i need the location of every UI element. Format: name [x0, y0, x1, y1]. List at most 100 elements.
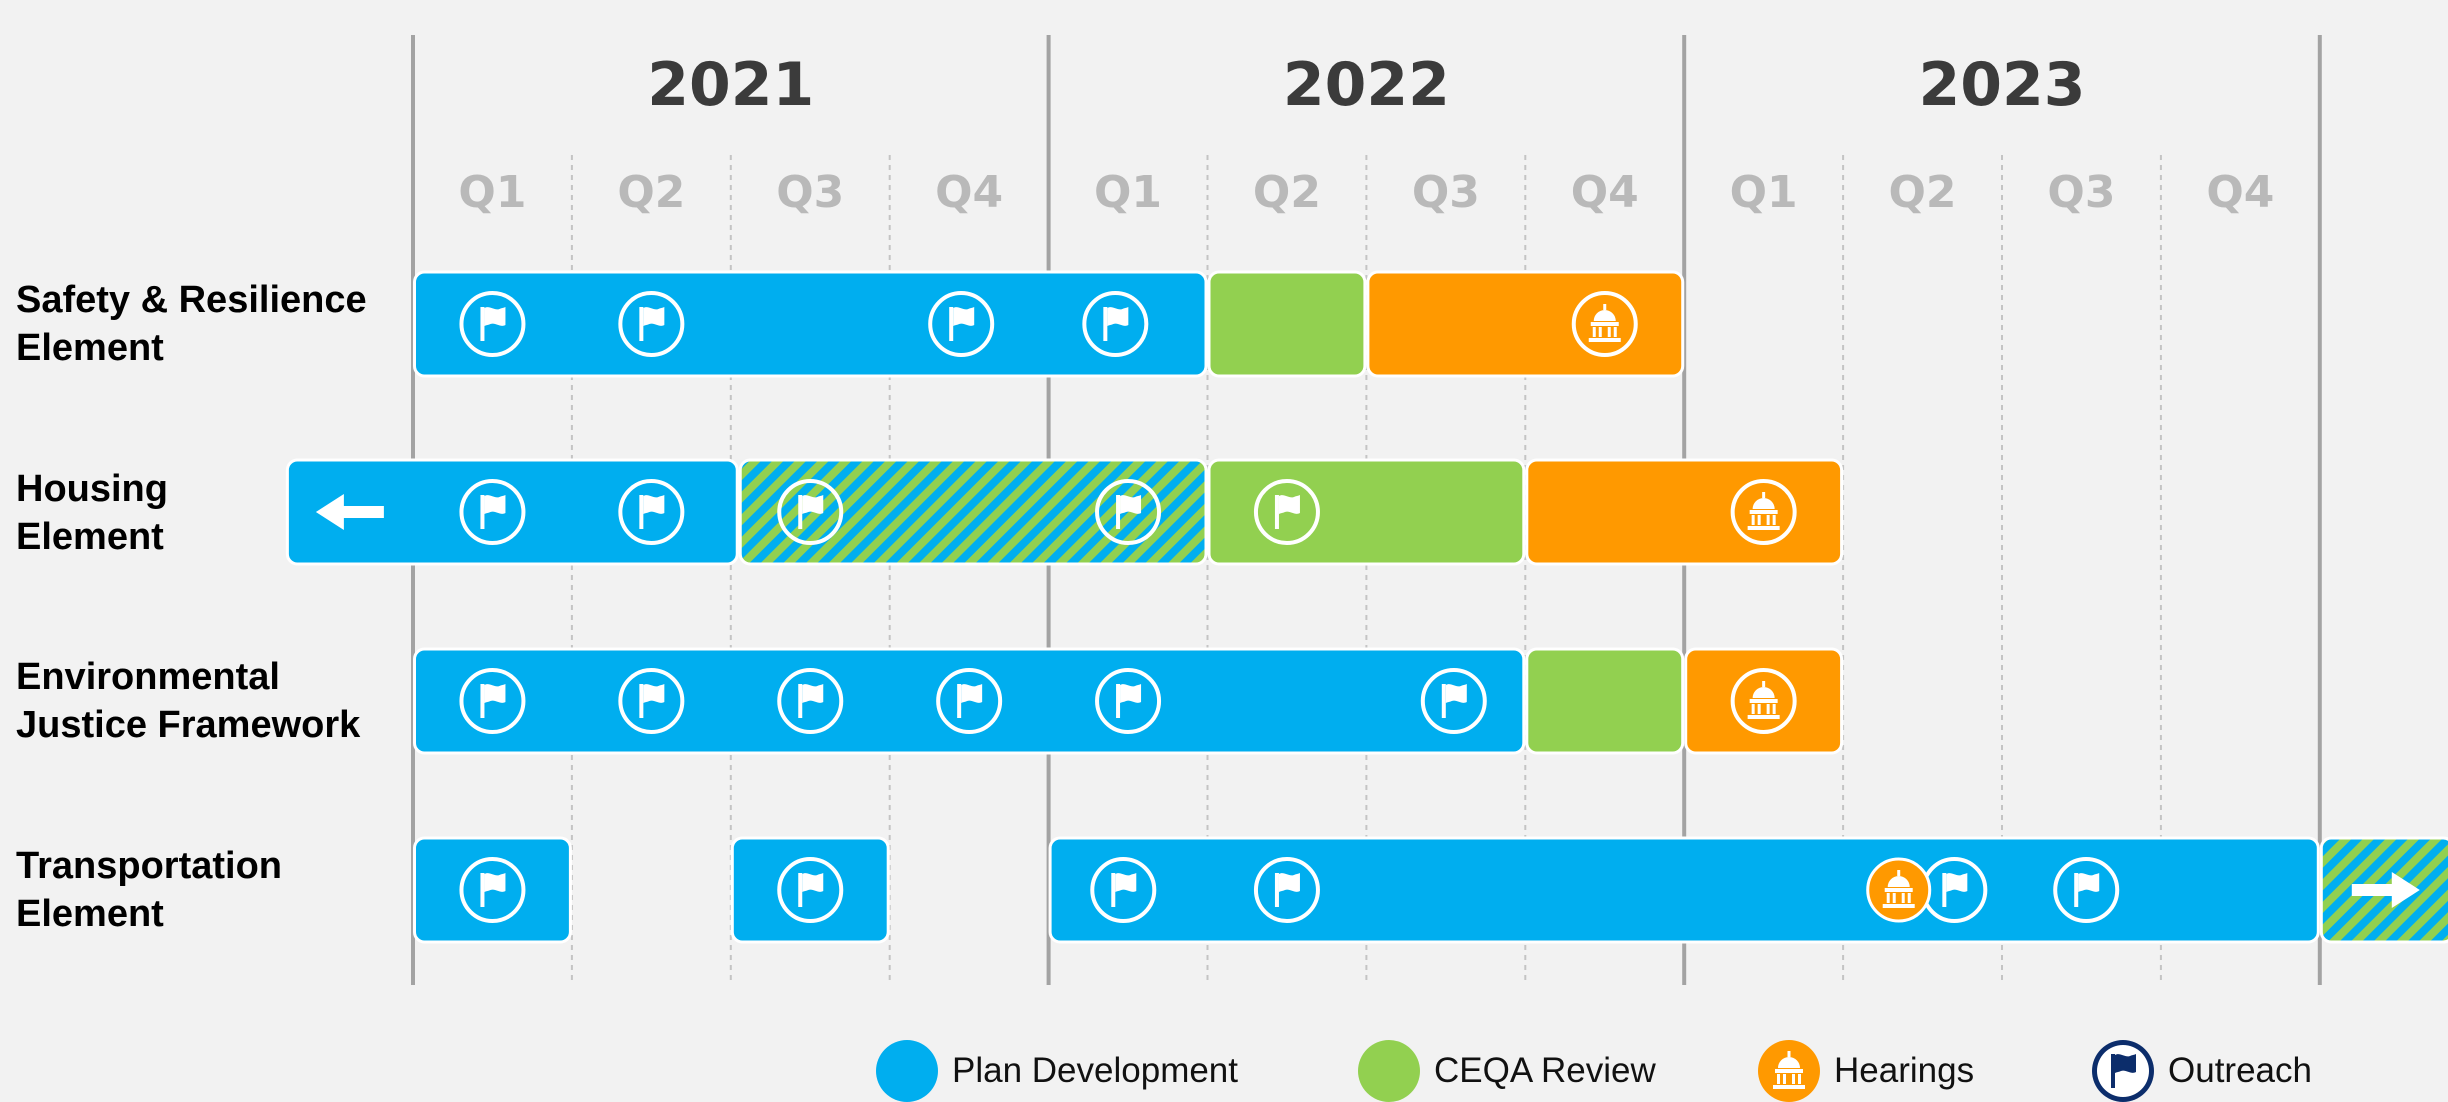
quarter-label: Q1 — [458, 167, 526, 218]
flag-cloth — [484, 495, 506, 514]
flag-cloth — [2078, 873, 2100, 892]
capitol-dome — [1887, 876, 1910, 887]
flag-pole — [1116, 495, 1121, 529]
flag-pole — [1274, 873, 1279, 907]
flag-pole — [480, 495, 485, 529]
flag-pole — [639, 684, 644, 718]
capitol-building-icon — [1866, 857, 1932, 923]
capitol-spire — [1897, 870, 1901, 876]
flag-pole — [480, 873, 485, 907]
quarter-label: Q3 — [776, 167, 844, 218]
flag-icon — [2053, 857, 2120, 923]
flag-cloth — [953, 307, 975, 326]
flag-cloth — [1278, 873, 1300, 892]
quarter-label: Q3 — [1412, 167, 1480, 218]
capitol-column — [1907, 893, 1911, 903]
flag-icon — [1253, 857, 1320, 923]
flag-cloth — [484, 684, 506, 703]
flag-ring — [1253, 479, 1320, 545]
flag-pole — [1942, 873, 1947, 907]
capitol-roof — [1884, 888, 1913, 892]
gantt-bar-hearings — [1366, 270, 1685, 378]
flag-ring — [459, 668, 526, 734]
flag-pole — [480, 684, 485, 718]
flag-icon — [777, 668, 844, 734]
legend-label: Hearings — [1834, 1051, 1975, 1090]
capitol-spire — [1762, 492, 1766, 498]
flag-cloth — [484, 873, 506, 892]
flag-pole — [949, 307, 954, 341]
flag-ring — [1095, 479, 1162, 545]
quarter-label: Q2 — [617, 167, 685, 218]
row-label-safety: Safety & Resilience Element — [16, 276, 396, 372]
flag-cloth — [1120, 495, 1142, 514]
capitol-column — [1772, 515, 1776, 525]
flag-pole — [1441, 684, 1446, 718]
flag-icon — [1420, 668, 1487, 734]
flag-cloth — [802, 684, 824, 703]
gantt-bar-plan-development — [413, 836, 572, 944]
capitol-column — [1892, 893, 1896, 903]
flag-cloth — [1107, 307, 1129, 326]
flag-icon — [1095, 479, 1162, 545]
flag-ring — [2053, 857, 2120, 923]
flag-ring — [777, 479, 844, 545]
flag-icon — [618, 668, 685, 734]
flag-pole — [2074, 873, 2079, 907]
legend-item-ceqa-review: CEQA Review — [1358, 1040, 1656, 1102]
capitol-roof — [1590, 322, 1619, 326]
flag-ring — [928, 291, 995, 357]
flag-pole — [1274, 495, 1279, 529]
flag-cloth — [484, 307, 506, 326]
flag-cloth — [643, 684, 665, 703]
capitol-column — [1772, 704, 1776, 714]
flag-icon — [1090, 857, 1157, 923]
quarter-label: Q1 — [1094, 167, 1162, 218]
capitol-building-icon — [1730, 668, 1797, 734]
flag-ring — [1095, 668, 1162, 734]
flag-icon — [459, 668, 526, 734]
flag-icon — [618, 291, 685, 357]
capitol-roof — [1749, 699, 1778, 703]
flag-cloth — [1120, 684, 1142, 703]
gantt-bar-plan-and-ceqa-overlap — [738, 458, 1208, 566]
capitol-column — [1751, 704, 1755, 714]
flag-ring — [1082, 291, 1149, 357]
capitol-column — [1757, 704, 1761, 714]
legend-label: CEQA Review — [1434, 1051, 1656, 1090]
ceqa-review-swatch — [1358, 1040, 1420, 1102]
row-label-line: Environmental — [16, 656, 280, 698]
row-label-housing: Housing Element — [16, 465, 396, 561]
capitol-building-icon — [1758, 1040, 1820, 1102]
legend-item-outreach: Outreach — [2092, 1040, 2312, 1102]
quarter-label: Q4 — [935, 167, 1003, 218]
gantt-bar-plan-development — [413, 647, 1526, 755]
flag-ring — [459, 291, 526, 357]
row-label-line: Element — [16, 516, 164, 558]
flag-icon — [928, 291, 995, 357]
flag-pole — [639, 495, 644, 529]
capitol-column — [1901, 893, 1905, 903]
flag-cloth — [1946, 873, 1968, 892]
row-label-line: Element — [16, 327, 164, 369]
flag-pole — [1103, 307, 1108, 341]
gantt-bar-plan-development — [1048, 836, 2320, 944]
flag-icon — [777, 857, 844, 923]
capitol-column — [1886, 893, 1890, 903]
flag-pole — [1116, 684, 1121, 718]
gantt-bar-ceqa-review — [1207, 458, 1526, 566]
row-label-line: Housing — [16, 468, 168, 510]
capitol-building-icon — [1571, 291, 1638, 357]
flag-icon — [1095, 668, 1162, 734]
capitol-column — [1598, 327, 1602, 337]
flag-ring — [618, 479, 685, 545]
quarter-label: Q4 — [2206, 167, 2274, 218]
capitol-dome — [1752, 687, 1775, 698]
capitol-roof — [1749, 510, 1778, 514]
flag-ring — [459, 479, 526, 545]
flag-icon — [618, 479, 685, 545]
legend-label: Outreach — [2168, 1051, 2312, 1090]
flag-cloth — [961, 684, 983, 703]
flag-icon — [459, 857, 526, 923]
